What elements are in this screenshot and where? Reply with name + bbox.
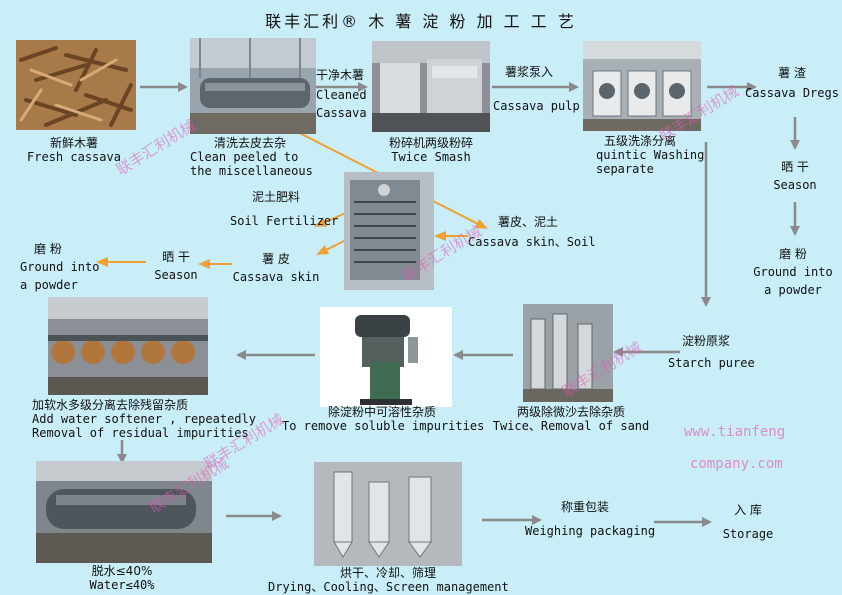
smash-machine-photo bbox=[372, 41, 490, 132]
drying-system-photo bbox=[314, 462, 462, 566]
step-dewater: 脱水≤40% Water≤40% bbox=[89, 564, 155, 592]
step-storage: 入 库 Storage bbox=[722, 503, 774, 541]
dewatering-machine-photo bbox=[36, 461, 212, 563]
watermark-url-1: www.tianfeng bbox=[684, 424, 786, 440]
sand-removal-photo bbox=[523, 304, 613, 402]
soluble-impurity-machine-photo bbox=[320, 307, 452, 407]
fresh-cassava-photo bbox=[16, 40, 136, 130]
step-washing-separate: 五级洗涤分离 quintic Washing separate bbox=[596, 134, 705, 176]
step-packaging: 称重包装 Weighing packaging bbox=[525, 500, 656, 538]
step-season-left: 晒 干 Season bbox=[154, 250, 198, 282]
step-season-right: 晒 干 Season bbox=[773, 160, 817, 192]
step-water-softener: 加软水多级分离去除残留杂质 Add water softener , repea… bbox=[32, 398, 256, 440]
step-twice-smash: 粉碎机两级粉碎 Twice Smash bbox=[388, 136, 473, 164]
step-cassava-dregs: 薯 渣 Cassava Dregs bbox=[745, 66, 839, 100]
step-powder-right: 磨 粉 Ground into a powder bbox=[753, 247, 833, 297]
step-drying: 烘干、冷却、筛理 Drying、Cooling、Screen managemen… bbox=[268, 566, 509, 594]
step-starch-puree: 淀粉原浆 Starch puree bbox=[668, 334, 755, 370]
watermark-url-2: company.com bbox=[690, 456, 783, 472]
step-soil-fertilizer: 泥土肥料 Soil Fertilizer bbox=[230, 190, 339, 228]
step-soluble-impurities: 除淀粉中可溶性杂质 To remove soluble impurities bbox=[282, 405, 485, 433]
page-title: 联丰汇利® 木 薯 淀 粉 加 工 工 艺 bbox=[265, 12, 577, 31]
step-remove-sand: 两级除微沙去除杂质 Twice、Removal of sand bbox=[492, 405, 650, 433]
step-fresh-cassava: 新鲜木薯 Fresh cassava bbox=[27, 136, 121, 164]
step-cleaned-cassava: 干净木薯 Cleaned Cassava bbox=[316, 68, 367, 120]
washing-machine-photo bbox=[190, 38, 316, 134]
step-skin-soil: 薯皮、泥土 Cassava skin、Soil bbox=[468, 215, 596, 249]
step-cassava-pulp: 薯浆泵入 Cassava pulp bbox=[493, 65, 580, 113]
step-powder-left: 磨 粉 Ground into a powder bbox=[20, 242, 100, 292]
peeler-machine-photo bbox=[344, 172, 434, 290]
step-cassava-skin: 薯 皮 Cassava skin bbox=[232, 252, 320, 284]
step-clean-peel: 清洗去皮去杂 Clean peeled to the miscellaneous bbox=[190, 136, 313, 178]
washing-separator-photo bbox=[583, 41, 701, 131]
multistage-separator-photo bbox=[48, 297, 208, 395]
